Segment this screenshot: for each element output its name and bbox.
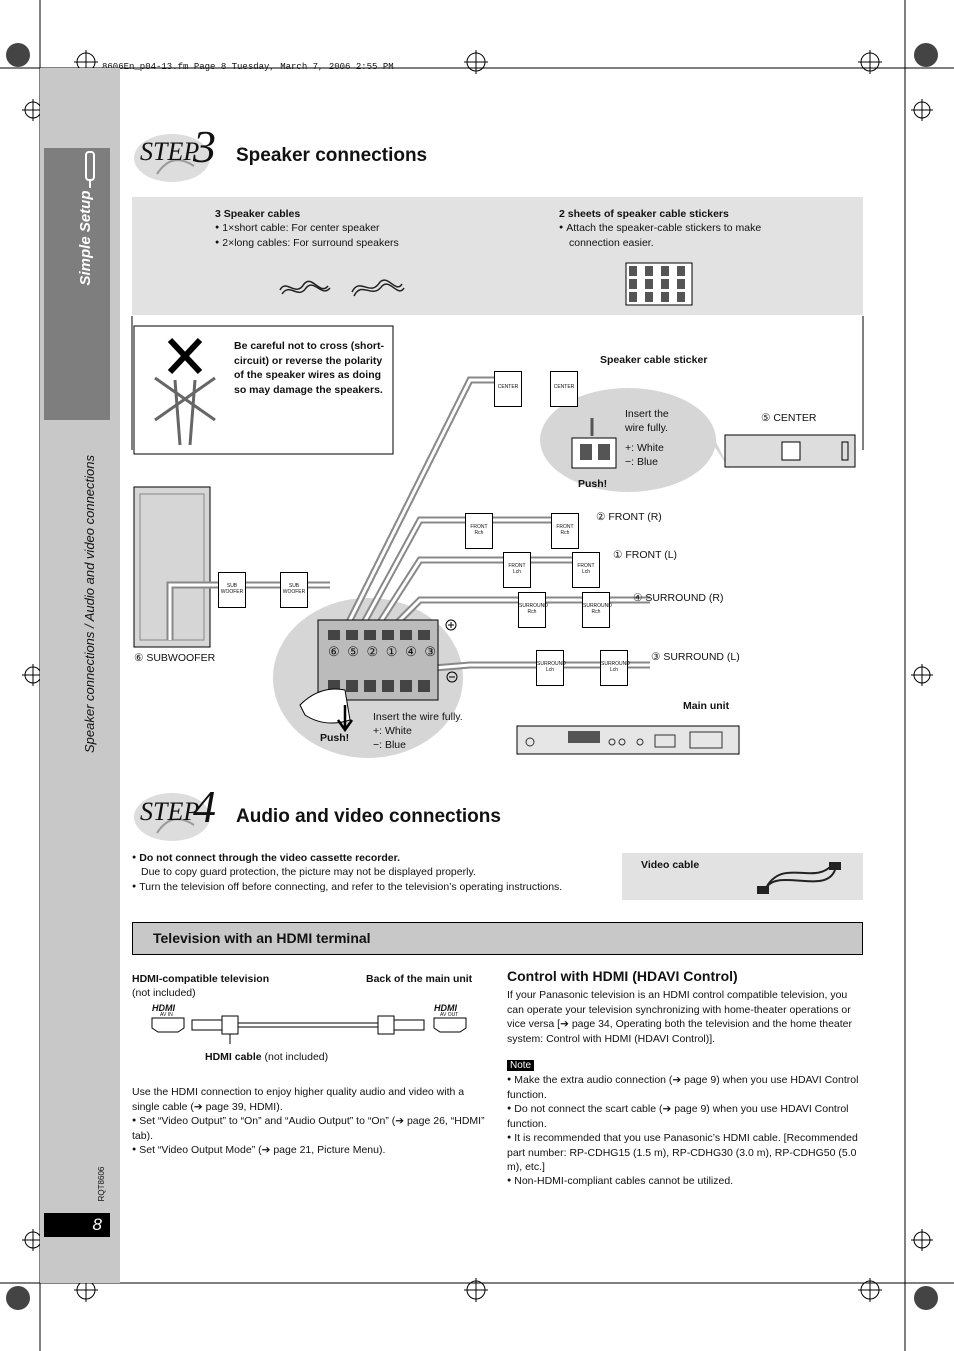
tag-front-r: FRONT Rch xyxy=(465,513,493,549)
sticker-label: Speaker cable sticker xyxy=(600,354,707,366)
note-item-text: Non-HDMI-compliant cables cannot be util… xyxy=(514,1175,733,1187)
surround-l-label: ③ SURROUND (L) xyxy=(651,651,740,663)
control-text: If your Panasonic television is an HDMI … xyxy=(507,988,859,1046)
tag-surround-l-text: SURROUND Lch xyxy=(537,661,563,673)
hdmi-cable-bold: HDMI cable xyxy=(205,1051,262,1063)
tag-center: CENTER xyxy=(494,371,522,407)
hdmi-bullet: Set “Video Output” to “On” and “Audio Ou… xyxy=(132,1114,492,1143)
note-item: Make the extra audio connection (➔ page … xyxy=(507,1073,859,1102)
subwoofer-label: ⑥ SUBWOOFER xyxy=(134,652,215,664)
tag-subwoofer: SUB WOOFER xyxy=(280,572,308,608)
note-item: Non-HDMI-compliant cables cannot be util… xyxy=(507,1174,859,1189)
tag-subwoofer-text: SUB WOOFER xyxy=(219,583,245,595)
note-item: Do not connect the scart cable (➔ page 9… xyxy=(507,1102,859,1131)
video-cable-label: Video cable xyxy=(641,858,699,873)
tag-surround-r-text: SURROUND Rch xyxy=(583,603,609,615)
doc-code: RQT8606 xyxy=(97,1154,109,1214)
tag-front-l-text: FRONT Lch xyxy=(573,563,599,575)
front-r-label: ② FRONT (R) xyxy=(596,511,662,523)
tag-front-l: FRONT Lch xyxy=(572,552,600,588)
push-label: Push! xyxy=(578,478,607,490)
step4-number: 4 xyxy=(193,780,216,833)
note-bold: Do not connect through the video cassett… xyxy=(132,851,400,866)
insert-label: wire fully. xyxy=(625,422,668,434)
hdmi-bullet: Set “Video Output Mode” (➔ page 21, Pict… xyxy=(132,1143,492,1158)
center-label: ⑤ CENTER xyxy=(761,412,817,424)
note-item: It is recommended that you use Panasonic… xyxy=(507,1131,859,1175)
insert-label: Insert the wire fully. xyxy=(373,711,463,723)
note-text: Turn the television off before connectin… xyxy=(132,880,562,895)
hdmi-bullet-text: Set “Video Output” to “On” and “Audio Ou… xyxy=(132,1115,485,1142)
tag-front-l-text: FRONT Lch xyxy=(504,563,530,575)
tag-front-r-text: FRONT Rch xyxy=(466,524,492,536)
tag-center: CENTER xyxy=(550,371,578,407)
hdmi-cable-rest: (not included) xyxy=(262,1051,329,1063)
hdmi-cable-diagram xyxy=(150,1014,470,1044)
tag-surround-l: SURROUND Lch xyxy=(600,650,628,686)
back-label: Back of the main unit xyxy=(366,972,472,987)
hdmi-use-text: Use the HDMI connection to enjoy higher … xyxy=(132,1085,492,1114)
hdmi-bullet-text: Set “Video Output Mode” (➔ page 21, Pict… xyxy=(139,1144,385,1156)
step4-title: Audio and video connections xyxy=(236,806,501,828)
tag-center-text: CENTER xyxy=(551,384,577,390)
control-title: Control with HDMI (HDAVI Control) xyxy=(507,968,738,984)
hdmi-tv-label: HDMI-compatible television xyxy=(132,972,269,987)
note-item-text: Do not connect the scart cable (➔ page 9… xyxy=(507,1103,849,1130)
front-l-label: ① FRONT (L) xyxy=(613,549,677,561)
tag-center-text: CENTER xyxy=(495,384,521,390)
hdmi-tv-sub: (not included) xyxy=(132,986,196,1001)
note-label: Note xyxy=(507,1060,534,1071)
surround-r-label: ④ SURROUND (R) xyxy=(633,592,724,604)
tag-surround-r: SURROUND Rch xyxy=(582,592,610,628)
blue-label: −: Blue xyxy=(625,456,658,468)
tag-front-l: FRONT Lch xyxy=(503,552,531,588)
tag-surround-r-text: SURROUND Rch xyxy=(519,603,545,615)
tag-subwoofer: SUB WOOFER xyxy=(218,572,246,608)
tag-front-r: FRONT Rch xyxy=(551,513,579,549)
page-number: 8 xyxy=(44,1215,102,1235)
hdmi-section-title: Television with an HDMI terminal xyxy=(153,930,371,946)
note-text: Due to copy guard protection, the pictur… xyxy=(141,865,476,880)
note-item-text: It is recommended that you use Panasonic… xyxy=(507,1132,858,1173)
step4-word: STEP xyxy=(140,797,199,827)
video-cable-icon xyxy=(755,856,843,898)
tag-surround-l: SURROUND Lch xyxy=(536,650,564,686)
white-label: +: White xyxy=(373,725,412,737)
white-label: +: White xyxy=(625,442,664,454)
insert-label: Insert the xyxy=(625,408,669,420)
blue-label: −: Blue xyxy=(373,739,406,751)
tag-subwoofer-text: SUB WOOFER xyxy=(281,583,307,595)
push-label: Push! xyxy=(320,732,349,744)
polarity-warning: Be careful not to cross (short-circuit) … xyxy=(234,339,384,397)
tag-surround-l-text: SURROUND Lch xyxy=(601,661,627,673)
note-item-text: Make the extra audio connection (➔ page … xyxy=(507,1074,858,1101)
terminal-numbers: ⑥ ⑤ ② ① ④ ③ xyxy=(328,644,438,660)
hdmi-cable-label: HDMI cable (not included) xyxy=(205,1050,328,1065)
main-unit-label: Main unit xyxy=(683,700,729,712)
tag-surround-r: SURROUND Rch xyxy=(518,592,546,628)
connection-diagram xyxy=(0,0,954,790)
tag-front-r-text: FRONT Rch xyxy=(552,524,578,536)
